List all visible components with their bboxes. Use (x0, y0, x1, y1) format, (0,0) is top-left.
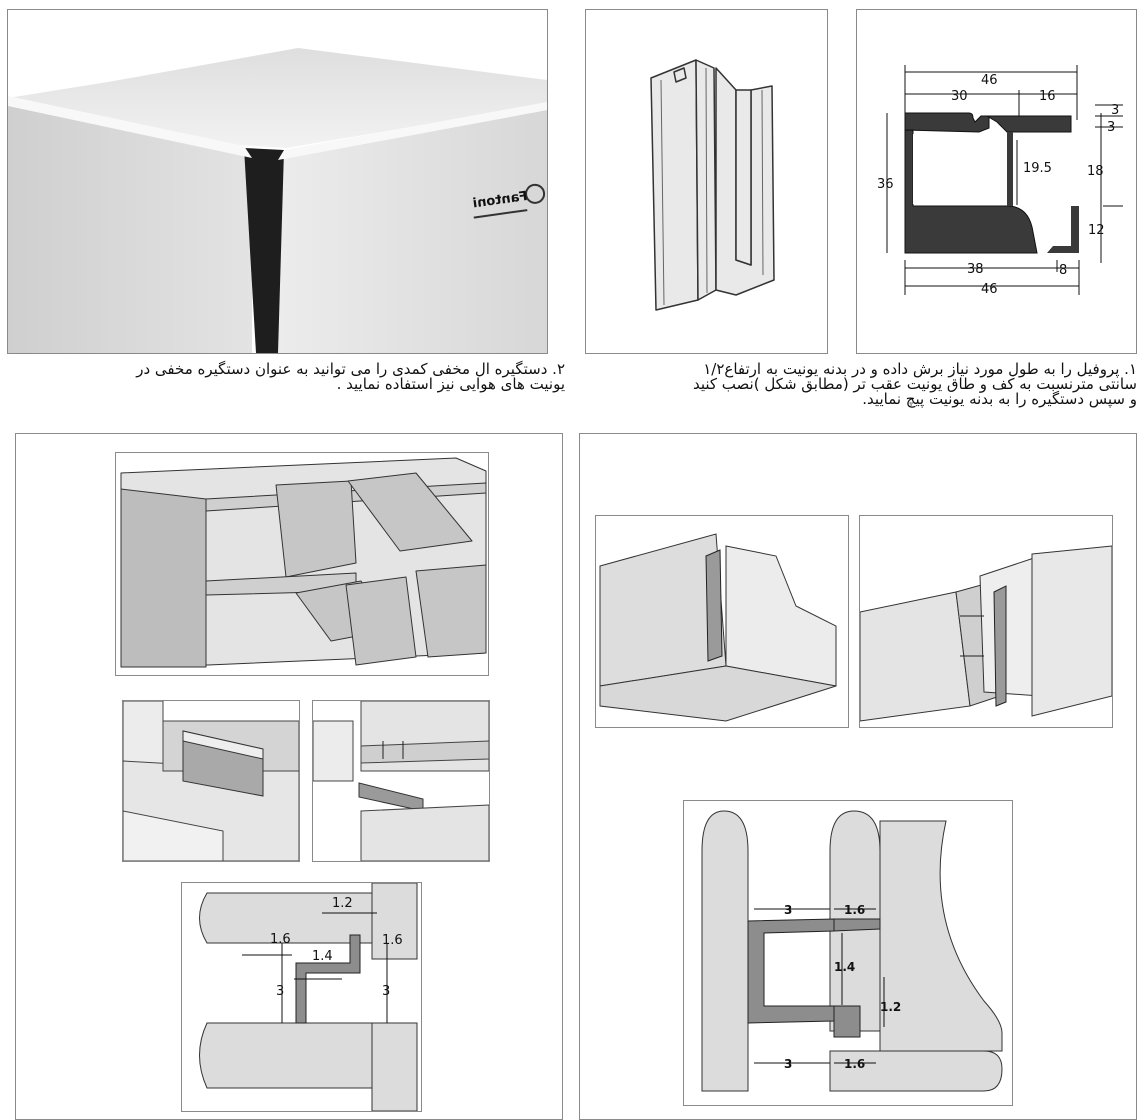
sec-left-top-gap: 1.2 (332, 896, 353, 911)
wall-unit-installation-panel: 1.2 1.6 1.4 1.6 3 3 (15, 433, 563, 1120)
corner-detail-right (859, 515, 1113, 728)
sec-left-mid: 1.4 (312, 949, 333, 964)
dim-right-height: 18 (1087, 164, 1104, 179)
profile-3d-drawing (650, 59, 775, 311)
caption-step1-line2: سانتی مترنسبت به کف و طاق یونیت عقب تر (… (692, 375, 1137, 393)
cabinet-photo-panel: Fantoni (7, 9, 548, 354)
caption-step2: ۲. دستگیره ال مخفی کمدی را می توانید به … (8, 362, 565, 392)
sec-left-right-3: 3 (382, 984, 390, 999)
wall-unit-overview (115, 452, 489, 676)
hidden-handle-groove (244, 148, 284, 353)
dim-bottom-total: 46 (981, 282, 998, 297)
sec-right-right-12: 1.2 (880, 1000, 901, 1014)
caption-step1: ۱. پروفیل را به طول مورد نیاز برش داده و… (578, 362, 1137, 407)
dim-bottom-left: 38 (967, 262, 984, 277)
dim-top-total: 46 (981, 73, 998, 88)
sec-left-left-3: 3 (276, 984, 284, 999)
dim-lip-a: 3 (1111, 103, 1119, 118)
dim-lip-b: 3 (1107, 120, 1115, 135)
dim-top-right: 16 (1039, 89, 1056, 104)
hidden-handle-detail-right (312, 700, 490, 862)
profile-3d-panel (585, 9, 828, 354)
cabinet-photo: Fantoni (8, 10, 547, 353)
sec-right-bottom-16: 1.6 (844, 1057, 865, 1071)
sec-right-top-3: 3 (784, 903, 792, 917)
profile-dimension-drawing: 46 30 16 3 3 36 19.5 18 12 38 8 46 (877, 65, 1123, 297)
dim-hook-height: 12 (1088, 223, 1105, 238)
sec-right-bottom-3: 3 (784, 1057, 792, 1071)
sec-left-right-1: 1.6 (382, 933, 403, 948)
section-detail-left: 1.2 1.6 1.4 1.6 3 3 (181, 882, 422, 1112)
dim-top-left: 30 (951, 89, 968, 104)
caption-step2-line2: یونیت های هوایی نیز استفاده نمایید . (336, 375, 565, 393)
caption-step2-line1: ۲. دستگیره ال مخفی کمدی را می توانید به … (136, 360, 565, 378)
dim-height: 36 (877, 177, 894, 192)
base-unit-installation-panel: 3 1.6 1.4 1.2 3 1.6 (579, 433, 1137, 1120)
dim-inner-height: 19.5 (1023, 161, 1052, 176)
sec-right-mid-14: 1.4 (834, 960, 855, 974)
caption-step1-line1: ۱. پروفیل را به طول مورد نیاز برش داده و… (703, 360, 1137, 378)
dim-bottom-right: 8 (1059, 263, 1067, 278)
hidden-handle-detail-left (122, 700, 300, 862)
corner-detail-left (595, 515, 849, 728)
sec-left-left-1: 1.6 (270, 932, 291, 947)
sec-right-top-16: 1.6 (844, 903, 865, 917)
section-detail-right: 3 1.6 1.4 1.2 3 1.6 (683, 800, 1013, 1106)
caption-step1-line3: و سپس دستگیره را به بدنه یونیت پیچ نمایی… (862, 390, 1137, 408)
profile-dimension-panel: 46 30 16 3 3 36 19.5 18 12 38 8 46 (856, 9, 1137, 354)
